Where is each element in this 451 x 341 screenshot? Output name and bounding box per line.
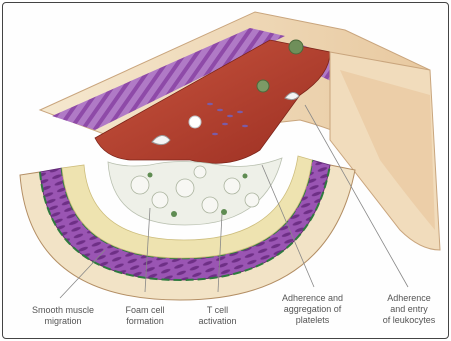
label-smooth-muscle-migration: Smooth muscle migration xyxy=(18,305,108,327)
leukocyte-cell xyxy=(289,40,303,54)
label-platelet-adherence: Adherence and aggregation of platelets xyxy=(265,293,360,326)
leukocyte-cell xyxy=(257,80,269,92)
label-foam-cell-formation: Foam cell formation xyxy=(110,305,180,327)
label-t-cell-activation: T cell activation xyxy=(185,305,250,327)
leukocyte-cell xyxy=(189,116,201,128)
label-leukocyte-adherence: Adherence and entry of leukocytes xyxy=(370,293,448,326)
